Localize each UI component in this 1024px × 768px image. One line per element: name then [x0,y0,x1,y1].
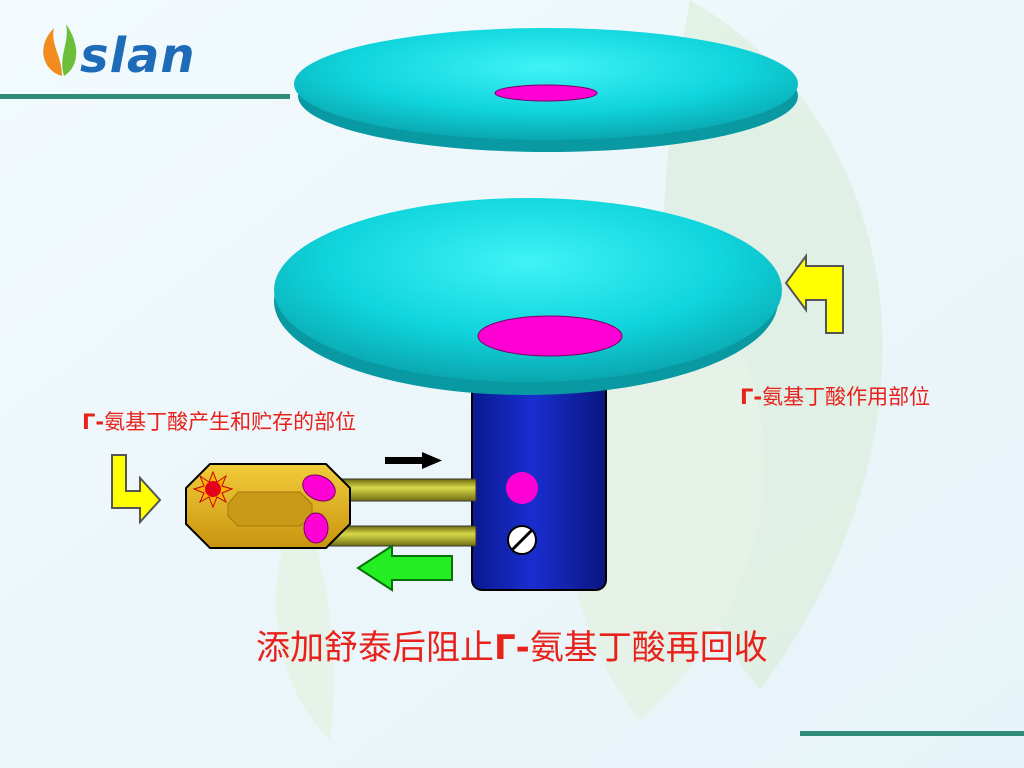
logo-flame-icon [43,24,77,76]
lower-disc-top [274,198,782,382]
stem-receptor-dot [506,472,538,504]
release-site-text: 氨基丁酸产生和贮存的部位 [104,410,357,434]
header-rule [0,94,290,99]
lower-disc [274,198,782,395]
upper-rod [339,478,477,502]
action-site-text: 氨基丁酸作用部位 [762,385,931,409]
vesicle-terminal [185,463,351,549]
release-site-gamma: Γ- [82,410,105,434]
bent-arrow-down-right-icon [111,454,162,525]
caption-gamma: Γ- [494,628,530,668]
footer-rule [800,731,1024,736]
vesicle-dot-upper [302,474,336,502]
neuron-stem [471,369,607,591]
release-site-label: Γ-氨基丁酸产生和贮存的部位 [82,406,356,436]
lower-receptor [477,315,623,357]
no-entry-icon [507,525,537,555]
left-arrow-icon [356,544,453,592]
caption: 添加舒泰后阻止Γ-氨基丁酸再回收 [256,620,768,669]
lower-rod [329,525,477,547]
right-arrow-icon [385,452,442,469]
upper-disc [294,28,798,152]
bent-arrow-up-left-icon [784,252,844,334]
brand-logo-text: slan [80,28,196,84]
upper-disc-top [294,28,798,140]
caption-suffix: 氨基丁酸再回收 [529,628,768,668]
action-site-gamma: Γ- [740,385,763,409]
upper-receptor [494,84,598,102]
vesicle-dot-lower [303,512,329,544]
star-burst-icon [192,470,234,509]
action-site-label: Γ-氨基丁酸作用部位 [740,381,930,411]
caption-prefix: 添加舒泰后阻止 [256,628,494,668]
